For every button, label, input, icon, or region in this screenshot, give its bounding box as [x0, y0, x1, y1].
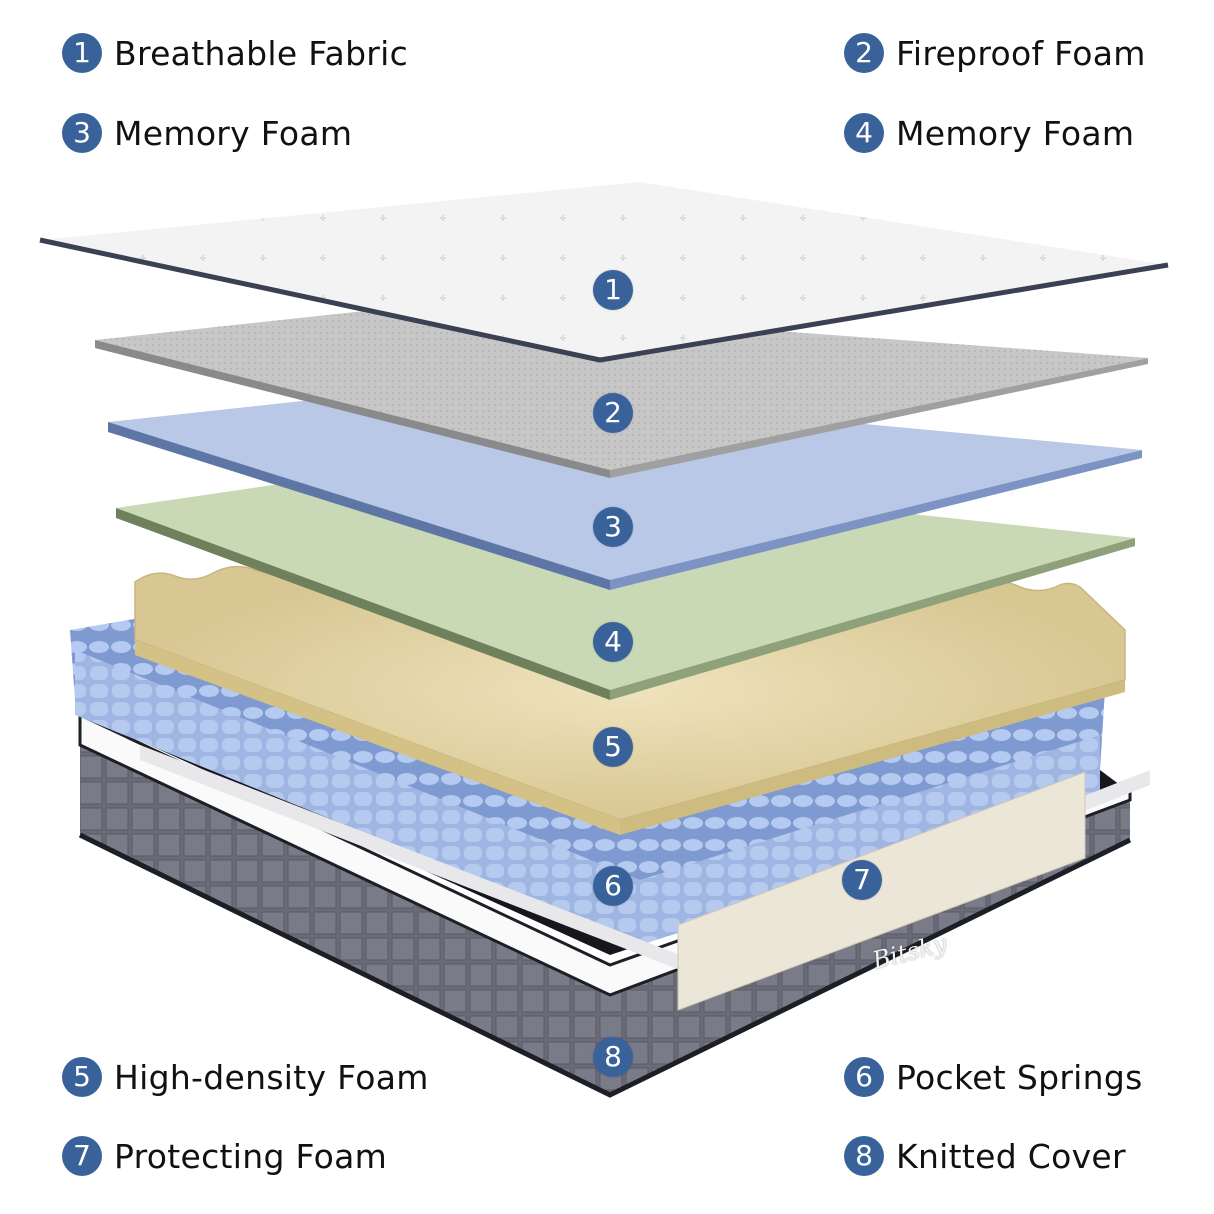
legend-label: Breathable Fabric	[114, 33, 409, 73]
layer-fireproof-foam	[95, 305, 1148, 478]
legend-label: High-density Foam	[114, 1057, 429, 1097]
layer-marker-3: 3	[593, 507, 633, 547]
legend-item-7: 7 Protecting Foam	[62, 1136, 387, 1176]
legend-item-4: 4 Memory Foam	[844, 113, 1134, 153]
number-badge: 5	[62, 1057, 102, 1097]
legend-label: Fireproof Foam	[896, 33, 1146, 73]
number-badge: 4	[844, 113, 884, 153]
legend-item-1: 1 Breathable Fabric	[62, 33, 408, 73]
number-badge: 1	[62, 33, 102, 73]
layer-marker-5: 5	[593, 727, 633, 767]
layer-marker-7: 7	[842, 860, 882, 900]
layer-marker-6: 6	[593, 866, 633, 906]
legend-label: Protecting Foam	[114, 1136, 388, 1176]
legend-item-2: 2 Fireproof Foam	[844, 33, 1146, 73]
legend-label: Memory Foam	[896, 113, 1135, 153]
legend-item-5: 5 High-density Foam	[62, 1057, 429, 1097]
layer-marker-8: 8	[593, 1037, 633, 1077]
number-badge: 7	[62, 1136, 102, 1176]
layer-marker-2: 2	[593, 393, 633, 433]
legend-label: Pocket Springs	[896, 1057, 1143, 1097]
layer-protecting-foam	[677, 771, 1086, 1011]
number-badge: 2	[844, 33, 884, 73]
number-badge: 6	[844, 1057, 884, 1097]
number-badge: 8	[844, 1136, 884, 1176]
layer-marker-1: 1	[593, 270, 633, 310]
number-badge: 3	[62, 113, 102, 153]
layer-marker-4: 4	[593, 622, 633, 662]
legend-label: Memory Foam	[114, 113, 353, 153]
legend-item-6: 6 Pocket Springs	[844, 1057, 1143, 1097]
legend-item-3: 3 Memory Foam	[62, 113, 352, 153]
legend-item-8: 8 Knitted Cover	[844, 1136, 1126, 1176]
layer-memory-foam-blue	[108, 385, 1142, 590]
legend-label: Knitted Cover	[896, 1136, 1126, 1176]
